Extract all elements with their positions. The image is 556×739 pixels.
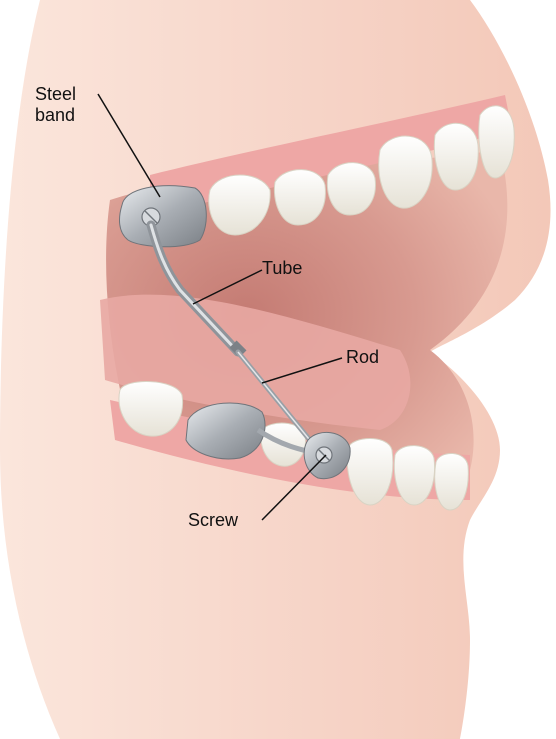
steel-band-label: Steel band <box>35 84 76 126</box>
lower-band <box>186 403 265 459</box>
screw-label: Screw <box>188 510 238 531</box>
tube-label: Tube <box>262 258 302 279</box>
steel-band <box>120 186 207 247</box>
rod-label: Rod <box>346 347 379 368</box>
